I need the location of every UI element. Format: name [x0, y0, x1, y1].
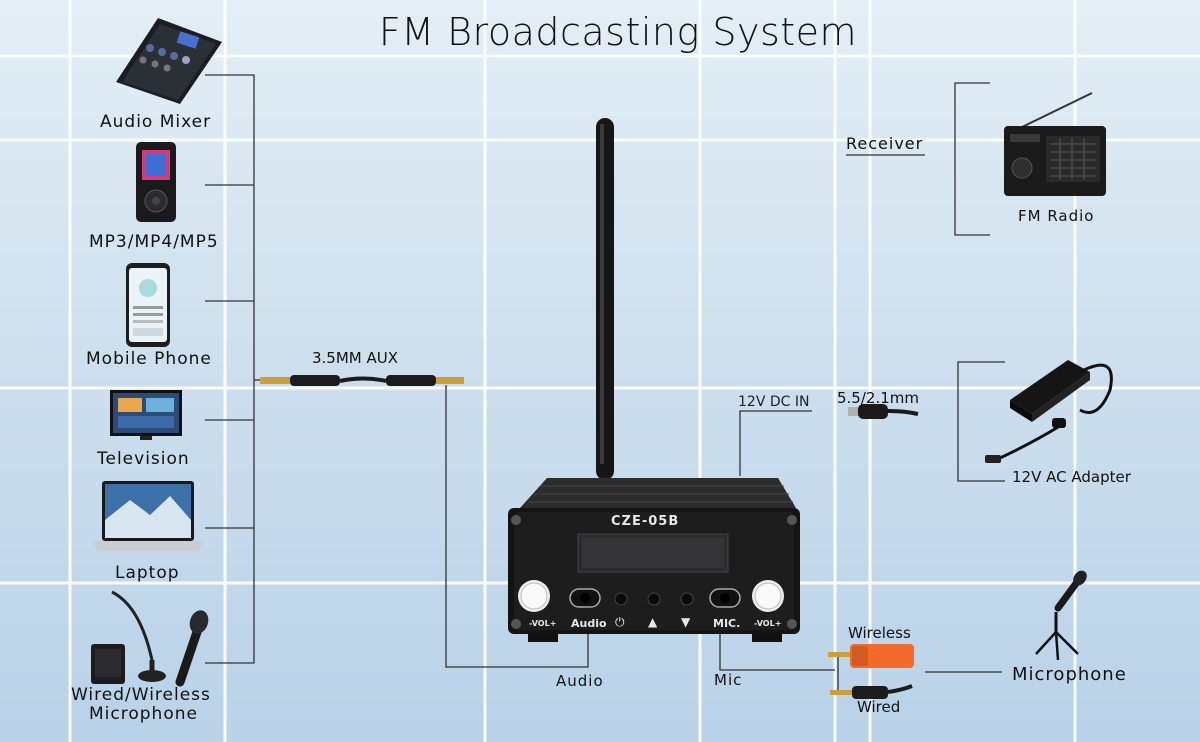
mic-label: Mic	[714, 671, 742, 689]
receiver-label: Receiver	[846, 134, 923, 153]
audio-mixer-label: Audio Mixer	[100, 112, 211, 132]
television-icon	[110, 390, 182, 440]
dc-plug-label: 5.5/2.1mm	[837, 389, 919, 407]
aux-cable-icon	[260, 375, 464, 386]
wireless-receiver-icon	[828, 644, 914, 668]
microphone-output-label: Microphone	[1012, 664, 1127, 685]
dc-in-leader	[740, 411, 812, 476]
knob-left-label: -VOL+	[529, 619, 556, 628]
down-button-label: ▼	[681, 615, 690, 629]
page-title: FM Broadcasting System	[0, 10, 1200, 54]
mp3-player-icon	[136, 142, 176, 222]
microphone-label-line2: Microphone	[89, 704, 198, 724]
audio-port-label: Audio	[571, 617, 607, 630]
mp3-label: MP3/MP4/MP5	[89, 232, 219, 252]
laptop-label: Laptop	[115, 563, 180, 583]
adapter-bracket	[958, 362, 1005, 481]
device-model-label: CZE-05B	[611, 514, 679, 529]
wired-label: Wired	[857, 698, 900, 716]
mobile-phone-label: Mobile Phone	[86, 349, 212, 369]
fm-radio-icon	[1004, 93, 1106, 196]
audio-label: Audio	[556, 672, 604, 690]
fm-radio-label: FM Radio	[1018, 207, 1095, 225]
microphone-label-line1: Wired/Wireless	[71, 685, 211, 705]
up-button-label: ▲	[648, 615, 657, 629]
dc-in-label: 12V DC IN	[738, 394, 809, 410]
receiver-bracket	[846, 83, 990, 235]
ac-adapter-icon	[985, 360, 1111, 463]
antenna-icon	[596, 118, 614, 480]
source-bracket	[205, 75, 270, 663]
wireless-label: Wireless	[848, 624, 911, 642]
aux-cable-label: 3.5MM AUX	[312, 349, 398, 367]
knob-right-label: -VOL+	[754, 619, 781, 628]
mic-port-label: MIC.	[713, 617, 740, 630]
power-button-label: ⏻	[615, 615, 625, 630]
mobile-phone-icon	[126, 263, 170, 347]
laptop-icon	[92, 481, 204, 551]
microphones-icon	[91, 592, 211, 684]
adapter-label: 12V AC Adapter	[1012, 468, 1131, 486]
television-label: Television	[97, 449, 190, 469]
